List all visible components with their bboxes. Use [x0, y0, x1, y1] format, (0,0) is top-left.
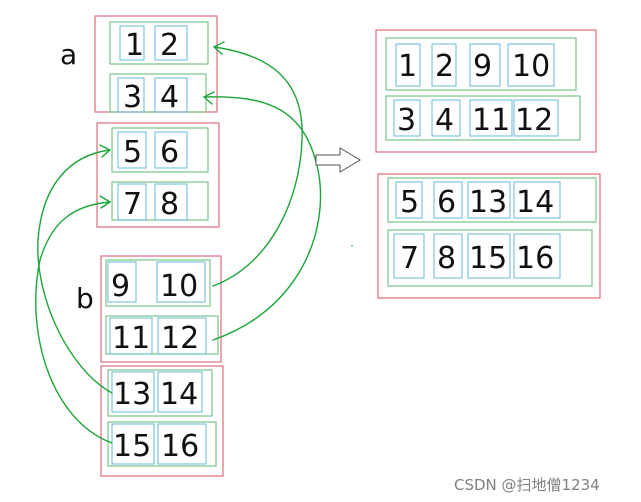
result-row-1: [385, 37, 577, 91]
result-value-1-4: 10: [512, 49, 550, 84]
result-cell-1-1: [395, 43, 421, 87]
matrix-b-value-2-1: 11: [112, 321, 150, 356]
result-value-1-2: 2: [435, 49, 454, 84]
matrix-b-block-bottom: [100, 365, 224, 477]
arrow-b-row4-to-a-row4: [35, 201, 113, 444]
arrow-head-b-row2: [203, 91, 215, 105]
result-value-4-3: 15: [469, 241, 507, 276]
result-value-2-4: 12: [515, 103, 553, 138]
result-value-3-2: 6: [437, 185, 456, 220]
result-block-bottom: [377, 173, 601, 299]
arrow-head-b-row1: [213, 41, 225, 55]
arrow-head-b-row4: [99, 195, 111, 209]
matrix-a-cell-2-2: [154, 77, 188, 113]
matrix-b-value-4-1: 15: [113, 429, 151, 464]
result-value-4-4: 16: [516, 241, 554, 276]
matrix-b: 9 10 11 12 13 14 15 16: [100, 255, 224, 477]
matrix-b-value-4-2: 16: [161, 429, 199, 464]
result-cell-1-4: [507, 43, 555, 87]
matrix-a-value-2-1: 3: [123, 80, 142, 115]
matrix-a-row-1: [109, 21, 209, 65]
stray-dot: [351, 245, 353, 247]
matrix-b-cell-1-1: [107, 261, 137, 303]
matrix-b-cell-3-1: [111, 371, 155, 413]
matrix-b-value-3-2: 14: [160, 377, 198, 412]
arrow-b-row2-to-a-row2: [203, 96, 322, 341]
matrix-a-value-3-2: 6: [160, 135, 179, 170]
matrix-b-cell-3-2: [157, 371, 203, 413]
result-cell-2-3: [469, 99, 513, 137]
result-block-top: [375, 29, 597, 153]
matrix-b-cell-4-2: [157, 423, 207, 465]
result-cell-3-1: [395, 181, 423, 219]
matrix-a-value-1-2: 2: [160, 28, 179, 63]
result-row-3: [387, 177, 597, 223]
result-value-3-3: 13: [469, 185, 507, 220]
result-cell-4-4: [513, 233, 561, 279]
label-a: a: [60, 38, 77, 71]
matrix-a: 1 2 3 4 5 6 7 8: [94, 15, 220, 228]
result-value-2-1: 3: [397, 103, 416, 138]
result-value-2-3: 11: [472, 103, 510, 138]
result-value-4-1: 7: [400, 241, 419, 276]
mapping-arrows: [35, 41, 322, 444]
matrix-b-value-3-1: 13: [113, 377, 151, 412]
matrix-a-cell-1-1: [119, 25, 145, 61]
matrix-b-row-1: [105, 259, 211, 307]
result-cell-1-2: [431, 43, 457, 87]
matrix-b-value-2-2: 12: [161, 321, 199, 356]
watermark: CSDN @扫地僧1234: [454, 476, 600, 494]
matrix-a-cell-3-1: [117, 131, 147, 169]
result-value-1-3: 9: [473, 49, 492, 84]
result-value-2-2: 4: [435, 103, 454, 138]
matrix-b-cell-1-2: [156, 261, 206, 303]
matrix-b-block-top: [100, 255, 222, 363]
matrix-b-cell-2-2: [157, 317, 207, 355]
matrix-a-row-3: [111, 127, 209, 173]
result-row-4: [387, 229, 593, 287]
matrix-a-value-4-1: 7: [123, 187, 142, 222]
result-cell-3-4: [513, 181, 561, 219]
result-value-3-4: 14: [516, 185, 554, 220]
arrow-b-row3-to-a-row3: [37, 149, 113, 394]
label-b: b: [76, 282, 94, 315]
result-cell-2-1: [393, 99, 421, 137]
matrix-b-value-1-1: 9: [111, 269, 130, 304]
matrix-a-cell-1-2: [154, 25, 188, 61]
result-value-4-2: 8: [437, 241, 456, 276]
result-cell-3-2: [433, 181, 463, 219]
result-arrow-icon: [315, 147, 361, 173]
result-cell-4-3: [467, 233, 511, 279]
result-cell-2-4: [513, 99, 559, 137]
result-matrix: 1 2 9 10 3 4 11 12 5 6 13 14 7 8 15 1: [375, 29, 601, 299]
result-row-2: [385, 95, 581, 141]
matrix-b-value-1-2: 10: [160, 269, 198, 304]
result-cell-4-2: [433, 233, 463, 279]
matrix-a-cell-2-1: [117, 77, 145, 113]
result-value-3-1: 5: [400, 185, 419, 220]
matrix-b-cell-2-1: [109, 317, 153, 355]
matrix-a-cell-4-1: [117, 183, 147, 221]
result-cell-1-3: [469, 43, 501, 87]
result-cell-2-2: [431, 99, 461, 137]
arrow-head-b-row3: [99, 144, 111, 158]
matrix-a-value-4-2: 8: [160, 187, 179, 222]
result-value-1-1: 1: [398, 49, 417, 84]
arrow-b-row1-to-a-row1: [212, 46, 303, 287]
result-cell-4-1: [393, 233, 425, 279]
result-cell-3-3: [467, 181, 511, 219]
matrix-b-cell-4-1: [111, 423, 155, 465]
matrix-a-block-bottom: [96, 122, 220, 228]
matrix-b-row-4: [107, 421, 217, 467]
matrix-a-value-1-1: 1: [125, 28, 144, 63]
matrix-a-value-3-1: 5: [123, 135, 142, 170]
matrix-a-cell-4-2: [154, 183, 188, 221]
matrix-b-row-3: [107, 369, 213, 417]
matrix-a-value-2-2: 4: [160, 80, 179, 115]
matrix-a-cell-3-2: [154, 131, 188, 169]
